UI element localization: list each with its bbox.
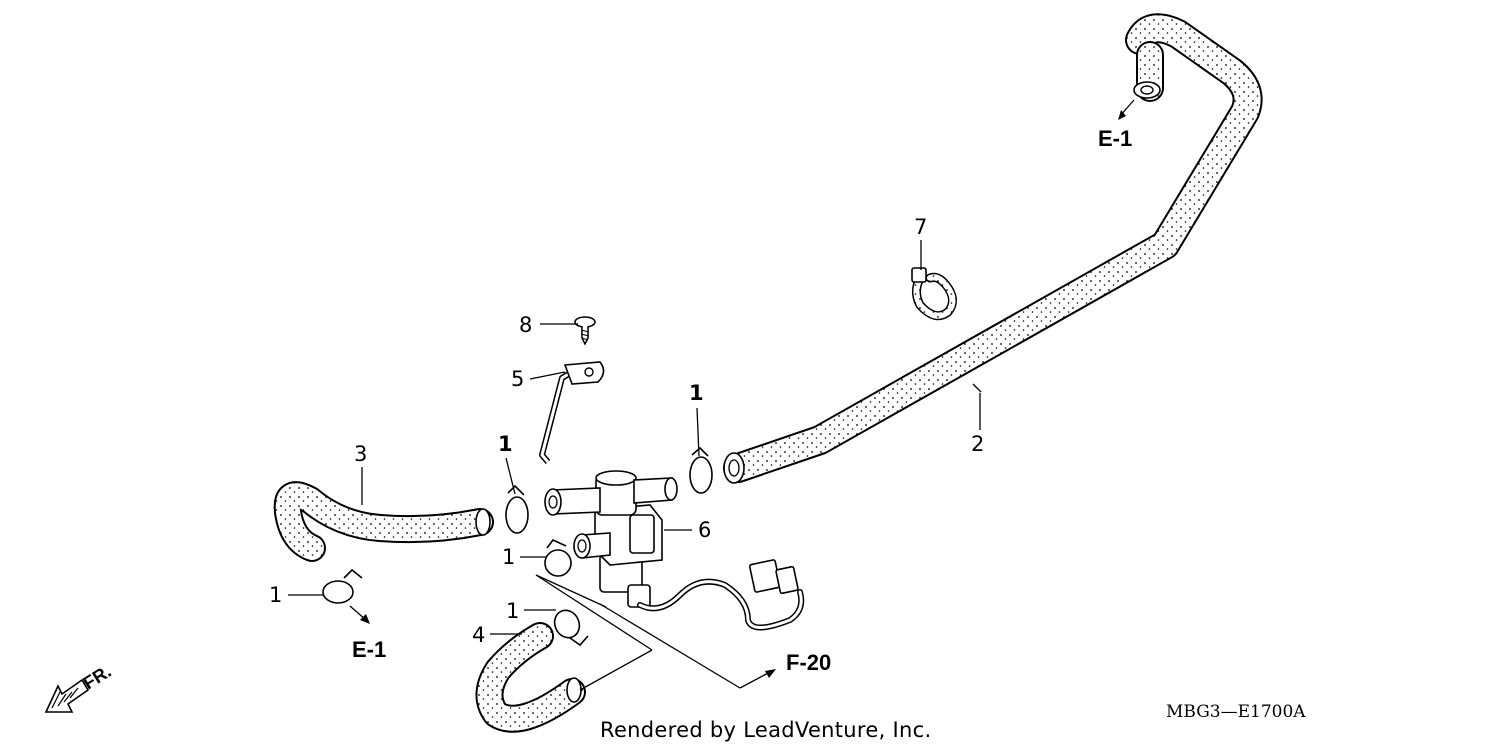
- clamp-upper-right[interactable]: [689, 446, 713, 494]
- callout-1-upper-right: 1: [689, 381, 704, 405]
- hose-long[interactable]: [723, 13, 1263, 484]
- valve-wire-connector[interactable]: [637, 559, 805, 631]
- callout-5: 5: [511, 367, 524, 391]
- callout-8: 8: [519, 313, 532, 337]
- air-suction-valve[interactable]: [544, 470, 678, 608]
- callout-4: 4: [472, 623, 485, 647]
- clamp-hose-lower[interactable]: [550, 606, 589, 647]
- callout-3: 3: [354, 442, 367, 466]
- leader-lines: [288, 99, 1135, 691]
- callout-1-valve: 1: [502, 545, 515, 569]
- front-arrow: FR.: [44, 661, 115, 713]
- callout-7: 7: [914, 215, 927, 239]
- callout-1-upper-left: 1: [498, 432, 513, 456]
- clamp-left[interactable]: [322, 568, 363, 604]
- hose-left[interactable]: [273, 481, 494, 562]
- clamp-upper-left[interactable]: [505, 484, 529, 534]
- diagram-code: MBG3—E1700A: [1166, 702, 1306, 722]
- callout-1-left: 1: [269, 583, 282, 607]
- credit-text: Rendered by LeadVenture, Inc.: [600, 718, 931, 742]
- ref-f20[interactable]: F-20: [786, 650, 831, 675]
- callout-2: 2: [971, 432, 984, 456]
- screw[interactable]: [574, 316, 596, 346]
- hose-lower[interactable]: [475, 622, 586, 733]
- stay[interactable]: [539, 361, 605, 464]
- callout-6: 6: [698, 518, 711, 542]
- callout-1-lower: 1: [506, 599, 519, 623]
- clamp-valve-lower[interactable]: [544, 539, 572, 577]
- ref-e1-top[interactable]: E-1: [1098, 126, 1132, 151]
- ref-e1-bottom[interactable]: E-1: [352, 637, 386, 662]
- hose-clip[interactable]: [911, 267, 957, 321]
